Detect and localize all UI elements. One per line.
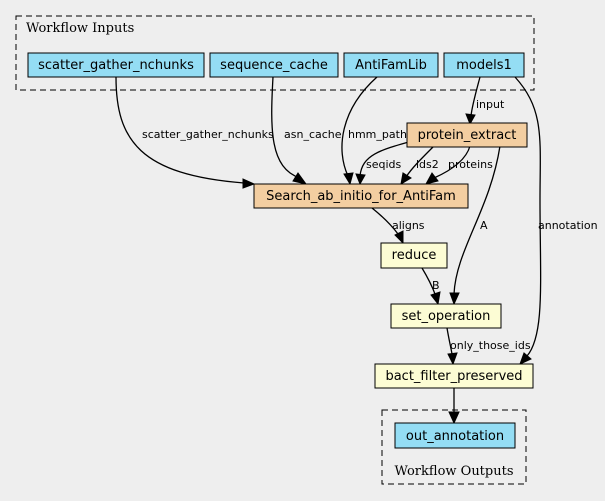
edge-label-scatter-gather-nchunks: scatter_gather_nchunks	[142, 128, 274, 141]
node-label-models1: models1	[456, 58, 512, 73]
edge-label-aligns: aligns	[392, 219, 425, 232]
edge-label-seqids: seqids	[366, 158, 402, 171]
node-protein-extract[interactable]: protein_extract	[406, 122, 528, 148]
edge-b: B	[421, 267, 441, 306]
node-label-sequence-cache: sequence_cache	[220, 58, 328, 73]
workflow-outputs-title: Workflow Outputs	[395, 464, 514, 479]
workflow-inputs-title: Workflow Inputs	[26, 21, 134, 36]
node-scatter-gather-nchunks[interactable]: scatter_gather_nchunks	[27, 52, 205, 78]
node-label-protein-extract: protein_extract	[418, 128, 517, 143]
node-set-operation[interactable]: set_operation	[390, 303, 502, 329]
edge-label-b: B	[432, 279, 440, 292]
edge-label-input: input	[476, 98, 505, 111]
edge-label-annotation: annotation	[538, 219, 598, 232]
node-label-search-ab-initio: Search_ab_initio_for_AntiFam	[266, 189, 456, 204]
node-out-annotation[interactable]: out_annotation	[394, 422, 516, 449]
edge-seqids: seqids	[355, 140, 413, 186]
edge-label-lds2: lds2	[416, 158, 439, 171]
edge-proteins: proteins	[425, 145, 493, 185]
edge-label-proteins: proteins	[448, 158, 493, 171]
edge-input: input	[465, 76, 505, 126]
node-label-out-annotation: out_annotation	[406, 429, 504, 444]
edge-annotation: annotation	[514, 76, 598, 365]
node-reduce[interactable]: reduce	[380, 242, 448, 269]
edge-out-annotation	[448, 388, 460, 425]
node-label-antifamlib: AntiFamLib	[355, 58, 427, 73]
edge-label-only-those-ids: only_those_ids	[450, 339, 531, 352]
edge-lds2: lds2	[400, 145, 439, 185]
node-label-reduce: reduce	[392, 248, 437, 263]
node-search-ab-initio[interactable]: Search_ab_initio_for_AntiFam	[253, 183, 469, 209]
edge-label-hmm-path: hmm_path	[348, 128, 407, 141]
edge-label-a: A	[480, 219, 488, 232]
node-label-scatter-gather-nchunks: scatter_gather_nchunks	[38, 58, 194, 73]
edge-aligns: aligns	[371, 207, 425, 245]
node-sequence-cache[interactable]: sequence_cache	[209, 52, 339, 78]
node-label-set-operation: set_operation	[402, 309, 491, 324]
node-bact-filter-preserved[interactable]: bact_filter_preserved	[374, 363, 534, 389]
workflow-inputs-cluster: Workflow Inputs	[15, 15, 535, 91]
edge-asn-cache: asn_cache	[271, 76, 342, 185]
edge-label-asn-cache: asn_cache	[284, 128, 342, 141]
node-label-bact-filter-preserved: bact_filter_preserved	[385, 369, 522, 384]
node-models1[interactable]: models1	[443, 52, 525, 78]
edge-a: A	[449, 145, 501, 306]
edge-hmm-path: hmm_path	[341, 76, 407, 186]
edge-scatter-gather-nchunks: scatter_gather_nchunks	[115, 76, 274, 189]
node-antifamlib[interactable]: AntiFamLib	[343, 52, 439, 78]
edge-only-those-ids: only_those_ids	[446, 327, 531, 366]
